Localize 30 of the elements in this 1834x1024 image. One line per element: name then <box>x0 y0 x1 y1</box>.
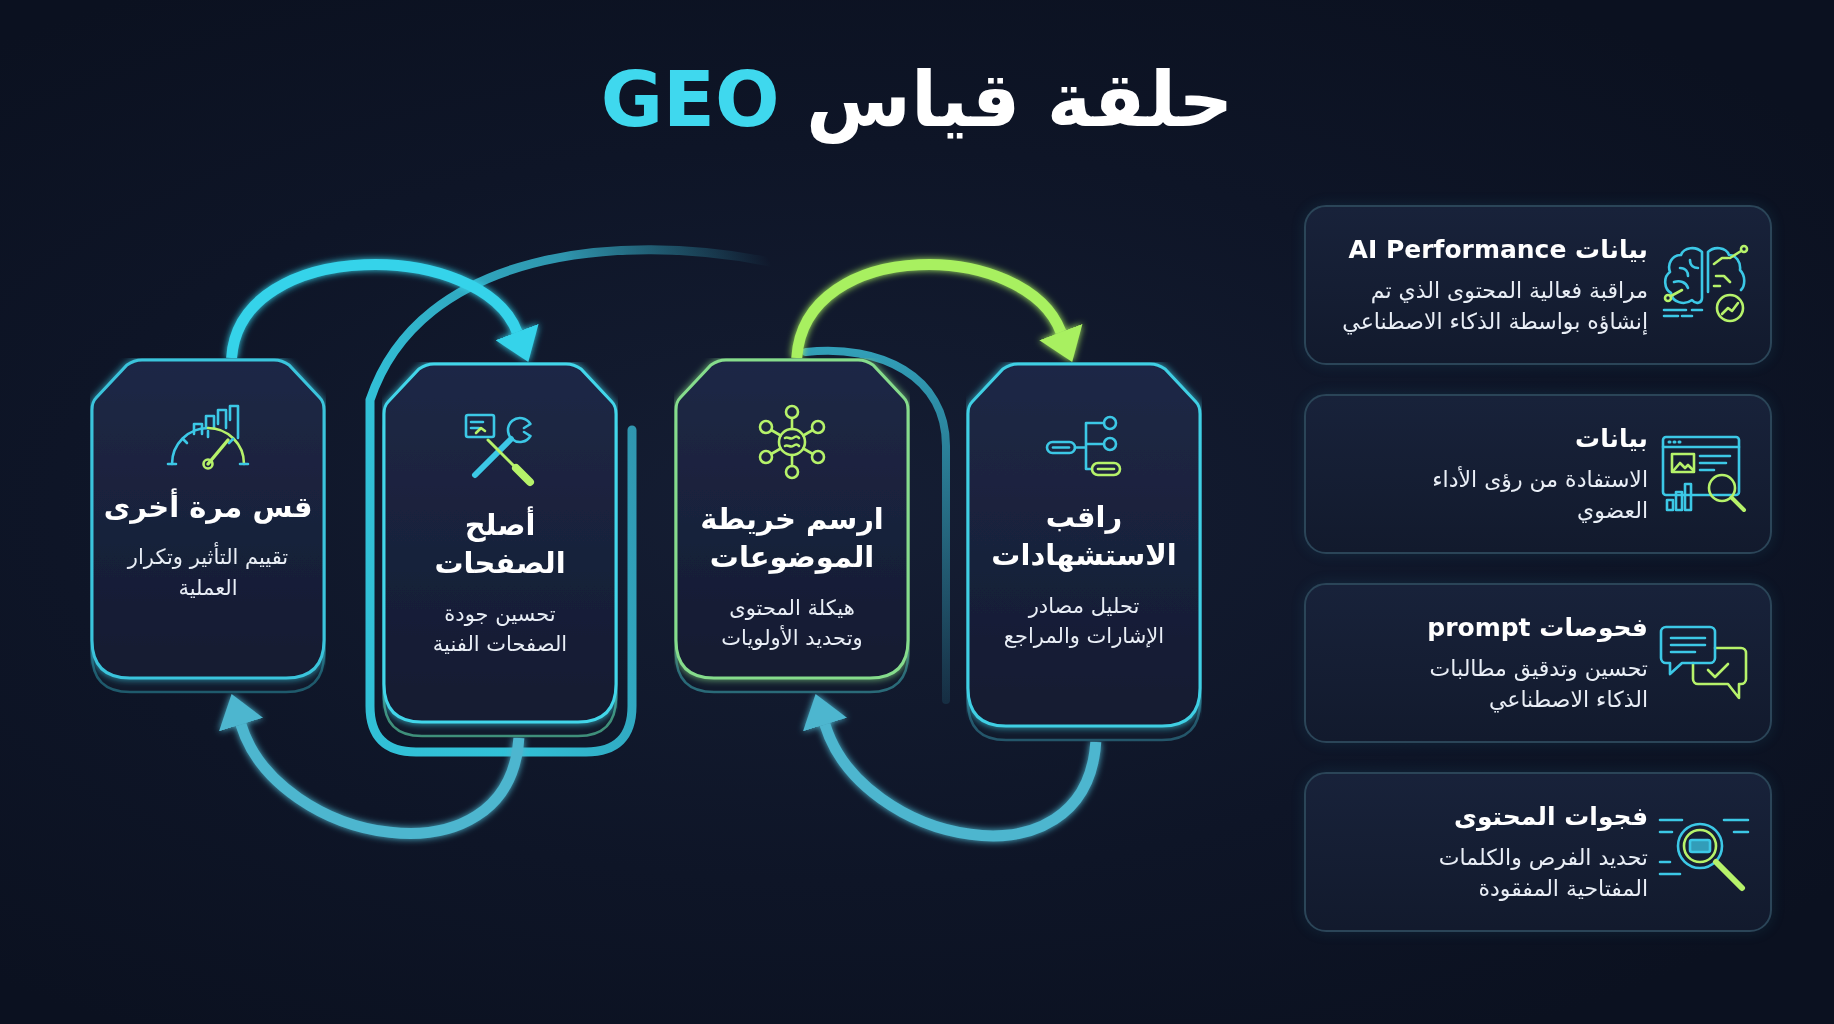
step-title: أصلح الصفحات <box>433 506 567 583</box>
info-card <box>1304 394 1772 554</box>
step-title: راقب الاستشهادات <box>990 499 1178 575</box>
info-card <box>1304 205 1772 365</box>
step-description: تحسين جودة الصفحات الفنية <box>431 600 569 658</box>
step-title: ارسم خريطة الموضوعات <box>699 501 885 577</box>
step-description: هيكلة المحتوى وتحديد الأولويات <box>720 594 864 652</box>
curved-arrow <box>791 259 1081 360</box>
card-description: مراقبة فعالية المحتوى الذي تم إنشاؤه بواسطة الذكاء الاصطناعي <box>1341 276 1648 337</box>
card-description: تحسين وتدقيق مطالبات الذكاء الاصطناعي <box>1428 654 1648 715</box>
card-title: فحوصات prompt <box>1427 611 1648 644</box>
step-description: تحليل مصادر الإشارات والمراجع <box>1002 592 1166 650</box>
info-card <box>1304 772 1772 932</box>
curved-arrow <box>804 695 1102 841</box>
step-card <box>674 358 910 694</box>
step-title: قس مرة أخرى <box>103 488 313 526</box>
curved-arrow <box>220 695 525 839</box>
step-description: تقييم التأثير وتكرار العملية <box>118 542 298 604</box>
step-card <box>382 362 618 738</box>
step-card <box>90 358 326 694</box>
card-title: بيانات <box>1575 422 1648 455</box>
card-title: فجوات المحتوى <box>1454 800 1648 833</box>
arrow <box>326 523 382 573</box>
step-card <box>966 362 1202 742</box>
arrow <box>618 523 674 573</box>
card-title: بيانات AI Performance <box>1348 233 1648 266</box>
card-description: تحديد الفرص والكلمات المفتاحية المفقودة <box>1437 843 1648 903</box>
info-card <box>1304 583 1772 743</box>
card-description: الاستفادة من رؤى الأداء العضوي <box>1431 465 1648 525</box>
arrow <box>910 523 966 573</box>
